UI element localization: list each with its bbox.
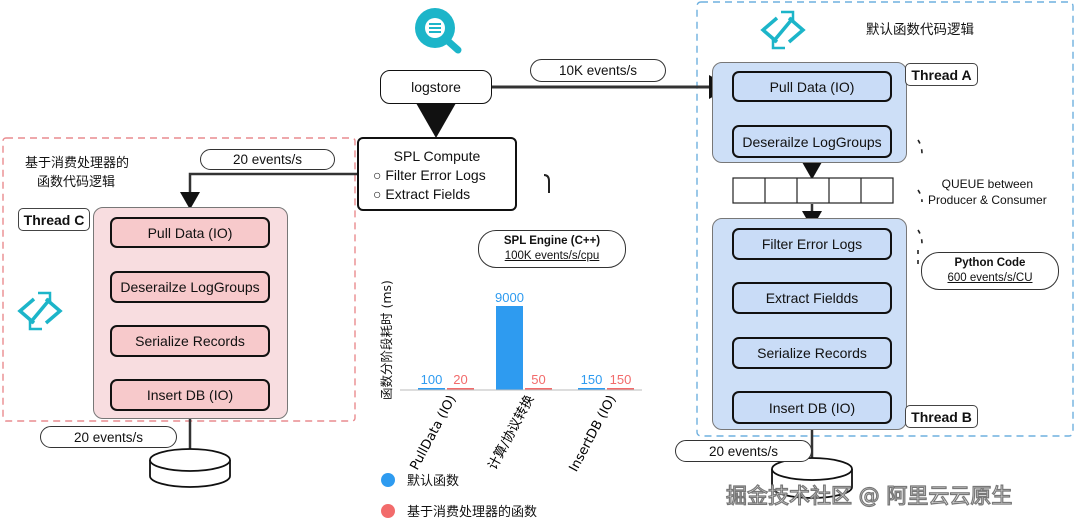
right-step-filter: Filter Error Logs — [732, 228, 892, 260]
thread-c-tag: Thread C — [18, 208, 90, 231]
left-panel-border — [2, 137, 356, 422]
right-database-icon — [771, 457, 853, 499]
data-label-default-1: 9000 — [495, 290, 524, 305]
left-rate-top-pill: 20 events/s — [200, 149, 335, 170]
watermark: 掘金技术社区 @ 阿里云云原生 — [725, 483, 1013, 508]
search-icon — [415, 8, 462, 54]
data-label-default-2: 150 — [581, 372, 603, 387]
chart-ylabel: 函数分阶段耗时 (ms) — [379, 280, 394, 400]
data-label-consumer-2: 150 — [610, 372, 632, 387]
bar-consumer-1 — [525, 388, 552, 390]
right-step-serialize: Serialize Records — [732, 337, 892, 369]
data-label-default-0: 100 — [421, 372, 443, 387]
x-tick-label-2: InsertDB (IO) — [567, 393, 620, 475]
logstore-label: logstore — [411, 79, 461, 95]
thread-a-tag: Thread A — [905, 63, 978, 86]
right-panel-title: 默认函数代码逻辑 — [866, 22, 974, 38]
left-rate-bottom-pill: 20 events/s — [40, 426, 177, 448]
python-code-pill: Python Code 600 events/s/CU — [921, 252, 1059, 290]
spl-compute-node: SPL Compute ○ Filter Error Logs ○ Extrac… — [357, 137, 517, 211]
top-rate-pill: 10K events/s — [530, 59, 666, 82]
data-label-consumer-1: 50 — [531, 372, 545, 387]
left-database-icon — [149, 448, 231, 488]
left-step-insert-db: Insert DB (IO) — [110, 379, 270, 411]
queue-cells — [732, 177, 894, 204]
spl-engine-pill: SPL Engine (C++) 100K events/s/cpu — [478, 230, 626, 268]
queue-label: QUEUE between Producer & Consumer — [928, 177, 1047, 207]
data-label-consumer-0: 20 — [453, 372, 467, 387]
left-panel-title: 基于消费处理器的 函数代码逻辑 — [25, 156, 130, 190]
right-step-deserialize: Deserailze LogGroups — [732, 125, 892, 158]
logstore-node: logstore — [380, 70, 492, 104]
spl-title: SPL Compute — [393, 148, 481, 164]
bar-default-2 — [578, 388, 605, 390]
bar-consumer-2 — [607, 388, 634, 390]
right-step-insert-db: Insert DB (IO) — [732, 391, 892, 424]
x-tick-label-0: PullData (IO) — [408, 393, 460, 473]
right-panel-border — [696, 1, 1074, 437]
legend-dot-consumer — [381, 503, 395, 518]
brace-queue — [917, 139, 923, 245]
legend-item-consumer: 基于消费处理器的函数 — [381, 501, 537, 520]
bar-default-0 — [418, 388, 445, 390]
thread-b-tag: Thread B — [905, 405, 978, 428]
x-tick-label-1: 计算/协议转换 — [486, 393, 538, 473]
legend-item-default: 默认函数 — [381, 470, 537, 489]
bar-consumer-0 — [447, 388, 474, 390]
function-logo-icon — [17, 291, 63, 331]
legend-dot-default — [381, 472, 395, 487]
function-logo-icon — [760, 10, 806, 50]
right-step-extract: Extract Fieldds — [732, 282, 892, 314]
spl-item: ○ Filter Error Logs — [373, 167, 486, 183]
spl-item: ○ Extract Fields — [373, 186, 471, 202]
left-step-pull-data: Pull Data (IO) — [110, 217, 270, 248]
chart-legend: 默认函数 基于消费处理器的函数 — [381, 470, 537, 520]
bar-default-1 — [496, 306, 523, 390]
left-step-serialize: Serialize Records — [110, 325, 270, 357]
left-step-deserialize: Deserailze LogGroups — [110, 271, 270, 303]
arrow-spl-pull-left — [180, 172, 357, 210]
brace-spl — [543, 174, 550, 193]
right-step-pull-data: Pull Data (IO) — [732, 71, 892, 102]
right-rate-bottom-pill: 20 events/s — [675, 440, 812, 462]
